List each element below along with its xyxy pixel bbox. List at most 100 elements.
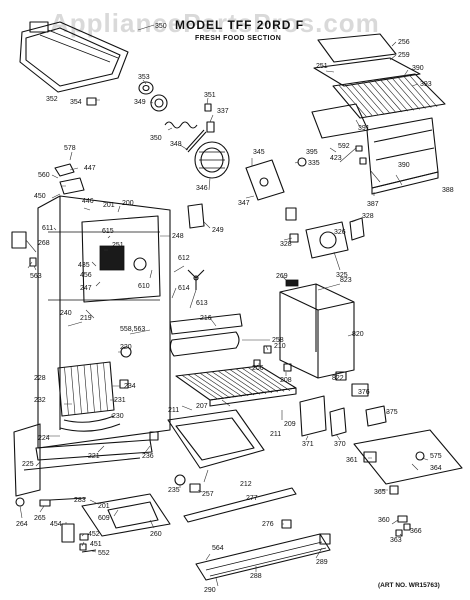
callout-234: 234 — [124, 383, 136, 390]
hatch-line — [70, 366, 76, 415]
callout-221: 221 — [88, 453, 100, 460]
callout-232: 232 — [34, 397, 46, 404]
callout-351: 351 — [204, 92, 216, 99]
roller-part — [138, 81, 154, 95]
callout-326: 326 — [334, 229, 346, 236]
callout-251b: 251 — [112, 242, 124, 249]
callout-264: 264 — [16, 521, 28, 528]
light-switch-part — [11, 231, 27, 249]
shelf-pin-part — [283, 363, 292, 372]
callout-290: 290 — [204, 587, 216, 594]
callout-258: 258 — [272, 337, 284, 344]
callout-575: 575 — [430, 453, 442, 460]
callout-236: 236 — [142, 453, 154, 460]
control-spacer-part — [403, 523, 411, 531]
callout-446: 446 — [82, 198, 94, 205]
air-duct-part — [169, 313, 243, 335]
hatch-line — [338, 84, 368, 118]
callout-207: 207 — [196, 403, 208, 410]
lower-frame-part — [13, 423, 153, 497]
callout-451: 451 — [90, 541, 102, 548]
callout-388: 388 — [442, 187, 454, 194]
callout-247: 247 — [80, 285, 92, 292]
slide-rail-part — [183, 487, 297, 523]
callout-328b: 328 — [280, 241, 292, 248]
callout-235: 235 — [168, 487, 180, 494]
callout-352: 352 — [46, 96, 58, 103]
control-knob-part — [389, 485, 399, 495]
shelf-clip-part — [253, 359, 261, 367]
hinge-bracket-part — [61, 523, 75, 543]
hatch-line — [408, 74, 438, 108]
control-bezel-part — [397, 515, 408, 523]
motor-part — [194, 141, 230, 179]
callout-364: 364 — [430, 465, 442, 472]
callout-387: 387 — [367, 201, 379, 208]
bushing-part — [206, 121, 215, 133]
hatch-line — [241, 367, 279, 393]
callout-354: 354 — [70, 99, 82, 106]
hatch-line — [391, 77, 420, 110]
hatch-line — [103, 362, 108, 411]
callout-395: 395 — [306, 149, 318, 156]
callout-257: 257 — [202, 491, 214, 498]
control-screw-part — [395, 529, 403, 537]
callout-211a: 211 — [168, 407, 179, 414]
callout-288: 288 — [250, 573, 262, 580]
hatch-line — [350, 83, 379, 116]
drawer-stop-part — [355, 145, 363, 152]
hinge-spacer-part — [79, 543, 87, 551]
hatch-line — [181, 375, 219, 400]
callout-611: 611 — [42, 225, 53, 232]
callout-220: 220 — [120, 344, 132, 351]
callout-283: 283 — [74, 497, 86, 504]
callout-435: 435 — [78, 262, 90, 269]
bracket-part — [187, 203, 205, 229]
callout-230: 230 — [112, 413, 124, 420]
hatch-line — [211, 371, 249, 396]
callout-212: 212 — [240, 481, 252, 488]
callout-219: 219 — [80, 315, 92, 322]
hatch-line — [379, 78, 409, 112]
callout-248: 248 — [172, 233, 184, 240]
callout-454: 454 — [50, 521, 62, 528]
callout-361: 361 — [346, 457, 358, 464]
base-grille-part — [195, 533, 331, 581]
callout-201a: 201 — [103, 202, 115, 209]
callout-265: 265 — [34, 515, 46, 522]
hatch-line — [367, 80, 397, 114]
hatch-line — [217, 370, 255, 396]
hatch-line — [83, 364, 89, 414]
hatch-line — [205, 372, 243, 397]
callout-365: 365 — [374, 489, 386, 496]
callout-228: 228 — [34, 375, 46, 382]
crisper-bin-part — [167, 409, 265, 469]
callout-325: 325 — [336, 272, 348, 279]
screw-part — [204, 103, 212, 112]
callout-614: 614 — [178, 285, 190, 292]
callout-366: 366 — [410, 528, 422, 535]
hatch-line — [187, 374, 225, 399]
callout-208: 208 — [280, 377, 292, 384]
defrost-heater-part — [59, 415, 121, 432]
callout-labels: 350 352 353 354 349 350 351 337 348 345 … — [16, 23, 454, 594]
diagram-title: MODEL TFF 20RD F — [175, 18, 305, 32]
callout-350b: 350 — [150, 135, 162, 142]
callout-564: 564 — [212, 545, 224, 552]
drawer-roller-part — [174, 474, 186, 486]
hatch-line — [235, 368, 273, 394]
hatch-line — [344, 84, 373, 117]
callout-612: 612 — [178, 255, 190, 262]
lower-tray-part — [81, 493, 171, 537]
clip-part — [86, 97, 97, 106]
callout-560: 560 — [38, 172, 50, 179]
callout-349: 349 — [134, 99, 146, 106]
callout-276: 276 — [262, 521, 274, 528]
shaft-part — [185, 129, 207, 153]
callout-259: 259 — [398, 52, 410, 59]
hatch-line — [247, 367, 285, 392]
evaporator-coil-part — [57, 361, 115, 417]
hatch-line — [77, 365, 82, 414]
hatch-line — [193, 373, 231, 399]
callout-822: 822 — [332, 375, 344, 382]
